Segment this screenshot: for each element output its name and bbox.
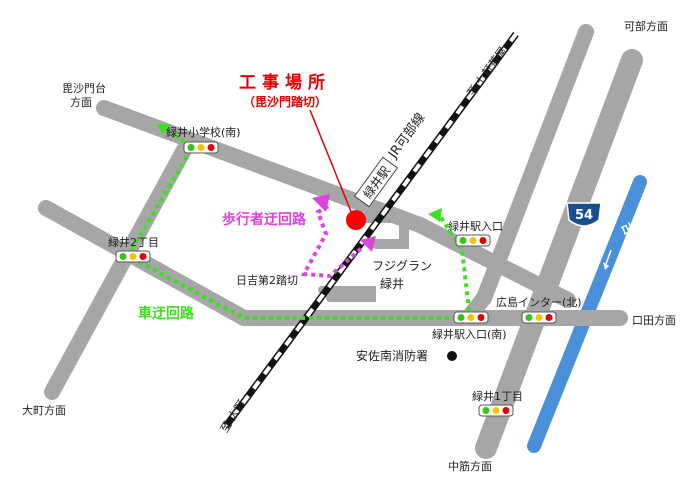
site-leader-line: [309, 109, 353, 215]
signal-label-hiroshima-ic: 広島インター(北): [496, 295, 582, 309]
oomachi-label: 大町方面: [22, 403, 66, 417]
road-oomachi: [44, 142, 192, 400]
river-flow-arrowhead: [603, 262, 609, 270]
kabe-label: 可部方面: [624, 19, 668, 33]
signal-shogakko: [183, 141, 219, 154]
signal-ekiiriguchi-s: [453, 311, 489, 324]
pedestrian-detour-path: [300, 204, 366, 279]
road-route54: [475, 49, 643, 459]
vehicle-detour-arrow-east: [428, 208, 442, 222]
river-flow-arrow: [605, 249, 612, 265]
bishamondai-label-1: 毘沙門台: [62, 81, 106, 95]
road-kabe-upper: [476, 24, 594, 306]
signal-label-ekiiriguchi: 緑井駅入口: [448, 219, 503, 233]
bishamondai-label-2: 方面: [70, 95, 92, 109]
nakasuji-label: 中筋方面: [448, 459, 492, 473]
signal-label-nichome: 緑井2丁目: [108, 235, 159, 249]
road-fuji-access: [318, 286, 376, 302]
route-54-shield: 54: [566, 202, 602, 227]
jr-line-label: JR可部線: [384, 110, 428, 162]
fujigran-label-2: 緑井: [380, 276, 404, 291]
pedestrian-detour-label: 歩行者迂回路: [222, 211, 307, 228]
signal-label-shogakko: 緑井小学校(南): [166, 125, 241, 139]
site-marker: [346, 210, 366, 230]
site-subtitle: （毘沙門踏切）: [243, 94, 327, 109]
pedestrian-detour-arrow-north: [312, 194, 330, 212]
pedestrian-detour-arrow-east: [360, 236, 376, 252]
signal-label-ekiiriguchi-s: 緑井駅入口(南): [432, 327, 507, 341]
signal-nichome: [115, 250, 151, 263]
railway: [223, 31, 519, 429]
signal-icchome: [478, 404, 514, 417]
signal-ekiiriguchi: [455, 234, 491, 247]
vehicle-detour-label: 車迂回路: [138, 305, 195, 322]
crossing-label: 日吉第2踏切: [236, 273, 298, 287]
fire-station-label: 安佐南消防署: [356, 348, 428, 363]
vehicle-detour-arrow-west: [156, 124, 170, 134]
signal-label-icchome: 緑井1丁目: [472, 389, 523, 403]
kuchita-label: 口田方面: [632, 313, 676, 327]
fujigran-label-1: フジグラン: [372, 259, 432, 273]
site-title: 工事場所: [239, 73, 331, 93]
fire-station-dot: [447, 351, 457, 361]
to-oomachi-label: 至 大町: [217, 397, 248, 435]
signal-hiroshima-ic: [521, 311, 557, 324]
to-nanakenchaya-label: 至 七軒茶屋: [465, 44, 510, 99]
route-54-number: 54: [575, 208, 593, 223]
